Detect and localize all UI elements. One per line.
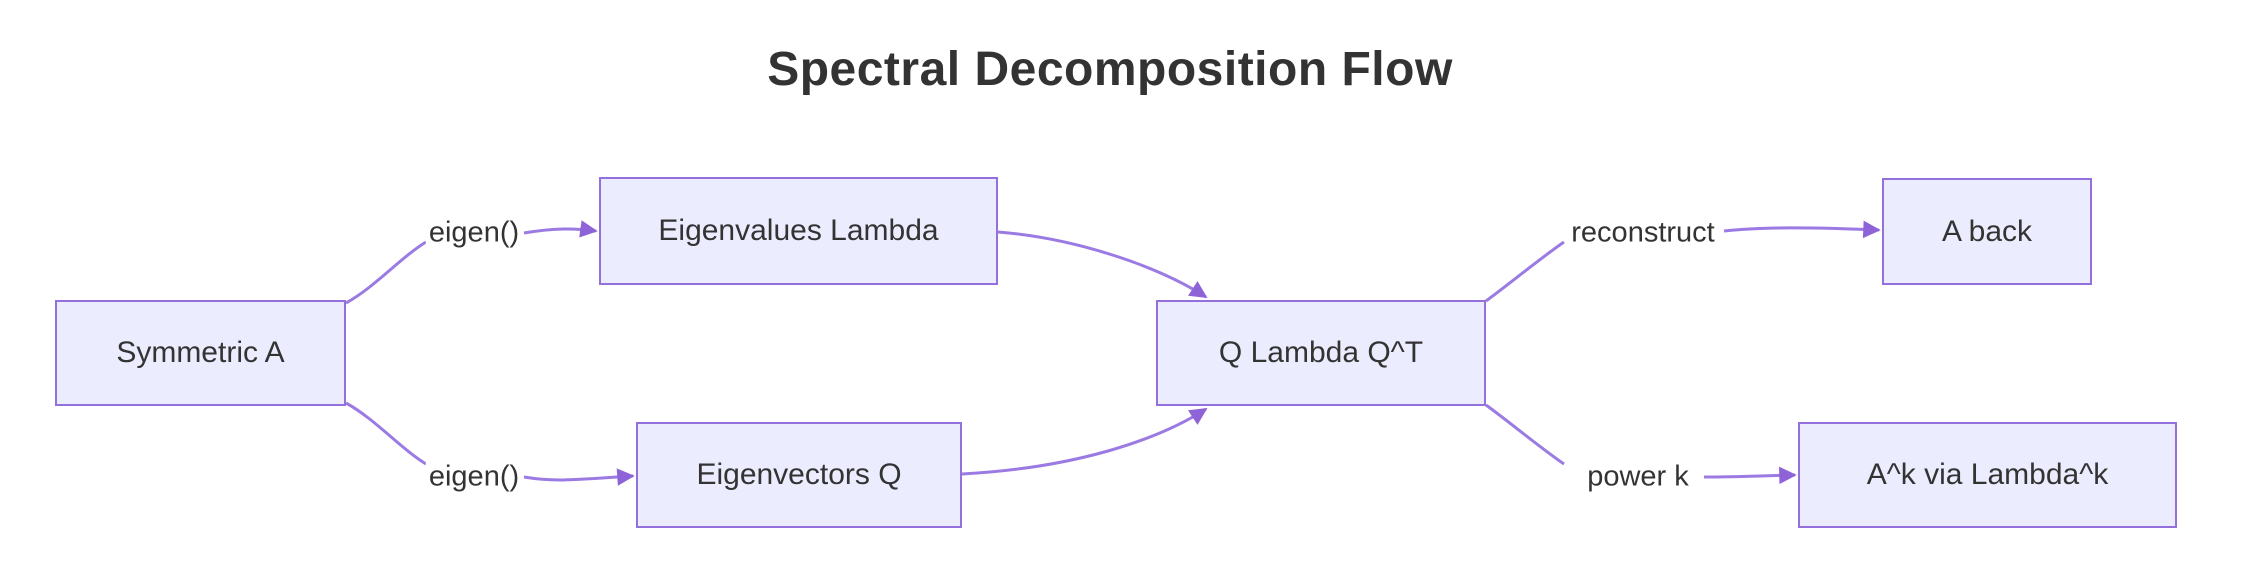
edge-eigenvectors-to-qlambda [961,407,1208,476]
edge-label-eigen-bottom: eigen() [425,460,523,494]
edge-qlambda-to-aback-b [1723,220,1881,239]
edge-symmetric-to-eigenvalues-a [345,240,427,305]
edge-symmetric-to-eigenvectors-a [345,401,427,466]
node-ak-via-lambdak: A^k via Lambda^k [1798,422,2177,528]
edge-eigenvalues-to-qlambda [997,230,1208,299]
node-eigenvectors-q: Eigenvectors Q [636,422,962,528]
edge-label-eigen-top: eigen() [425,216,523,250]
node-eigenvalues-lambda: Eigenvalues Lambda [599,177,998,285]
edge-qlambda-to-apower-b [1703,466,1797,485]
node-q-lambda-qt: Q Lambda Q^T [1156,300,1486,406]
diagram-title: Spectral Decomposition Flow [767,43,1453,96]
edge-qlambda-to-apower-a [1485,403,1565,466]
edge-symmetric-to-eigenvalues-b [523,220,598,238]
edge-label-power-k: power k [1584,460,1692,494]
node-a-back: A back [1882,178,2092,285]
edge-symmetric-to-eigenvectors-b [523,468,635,486]
edge-qlambda-to-aback-a [1485,240,1565,303]
edge-label-reconstruct: reconstruct [1568,216,1718,250]
node-symmetric-a: Symmetric A [55,300,346,406]
